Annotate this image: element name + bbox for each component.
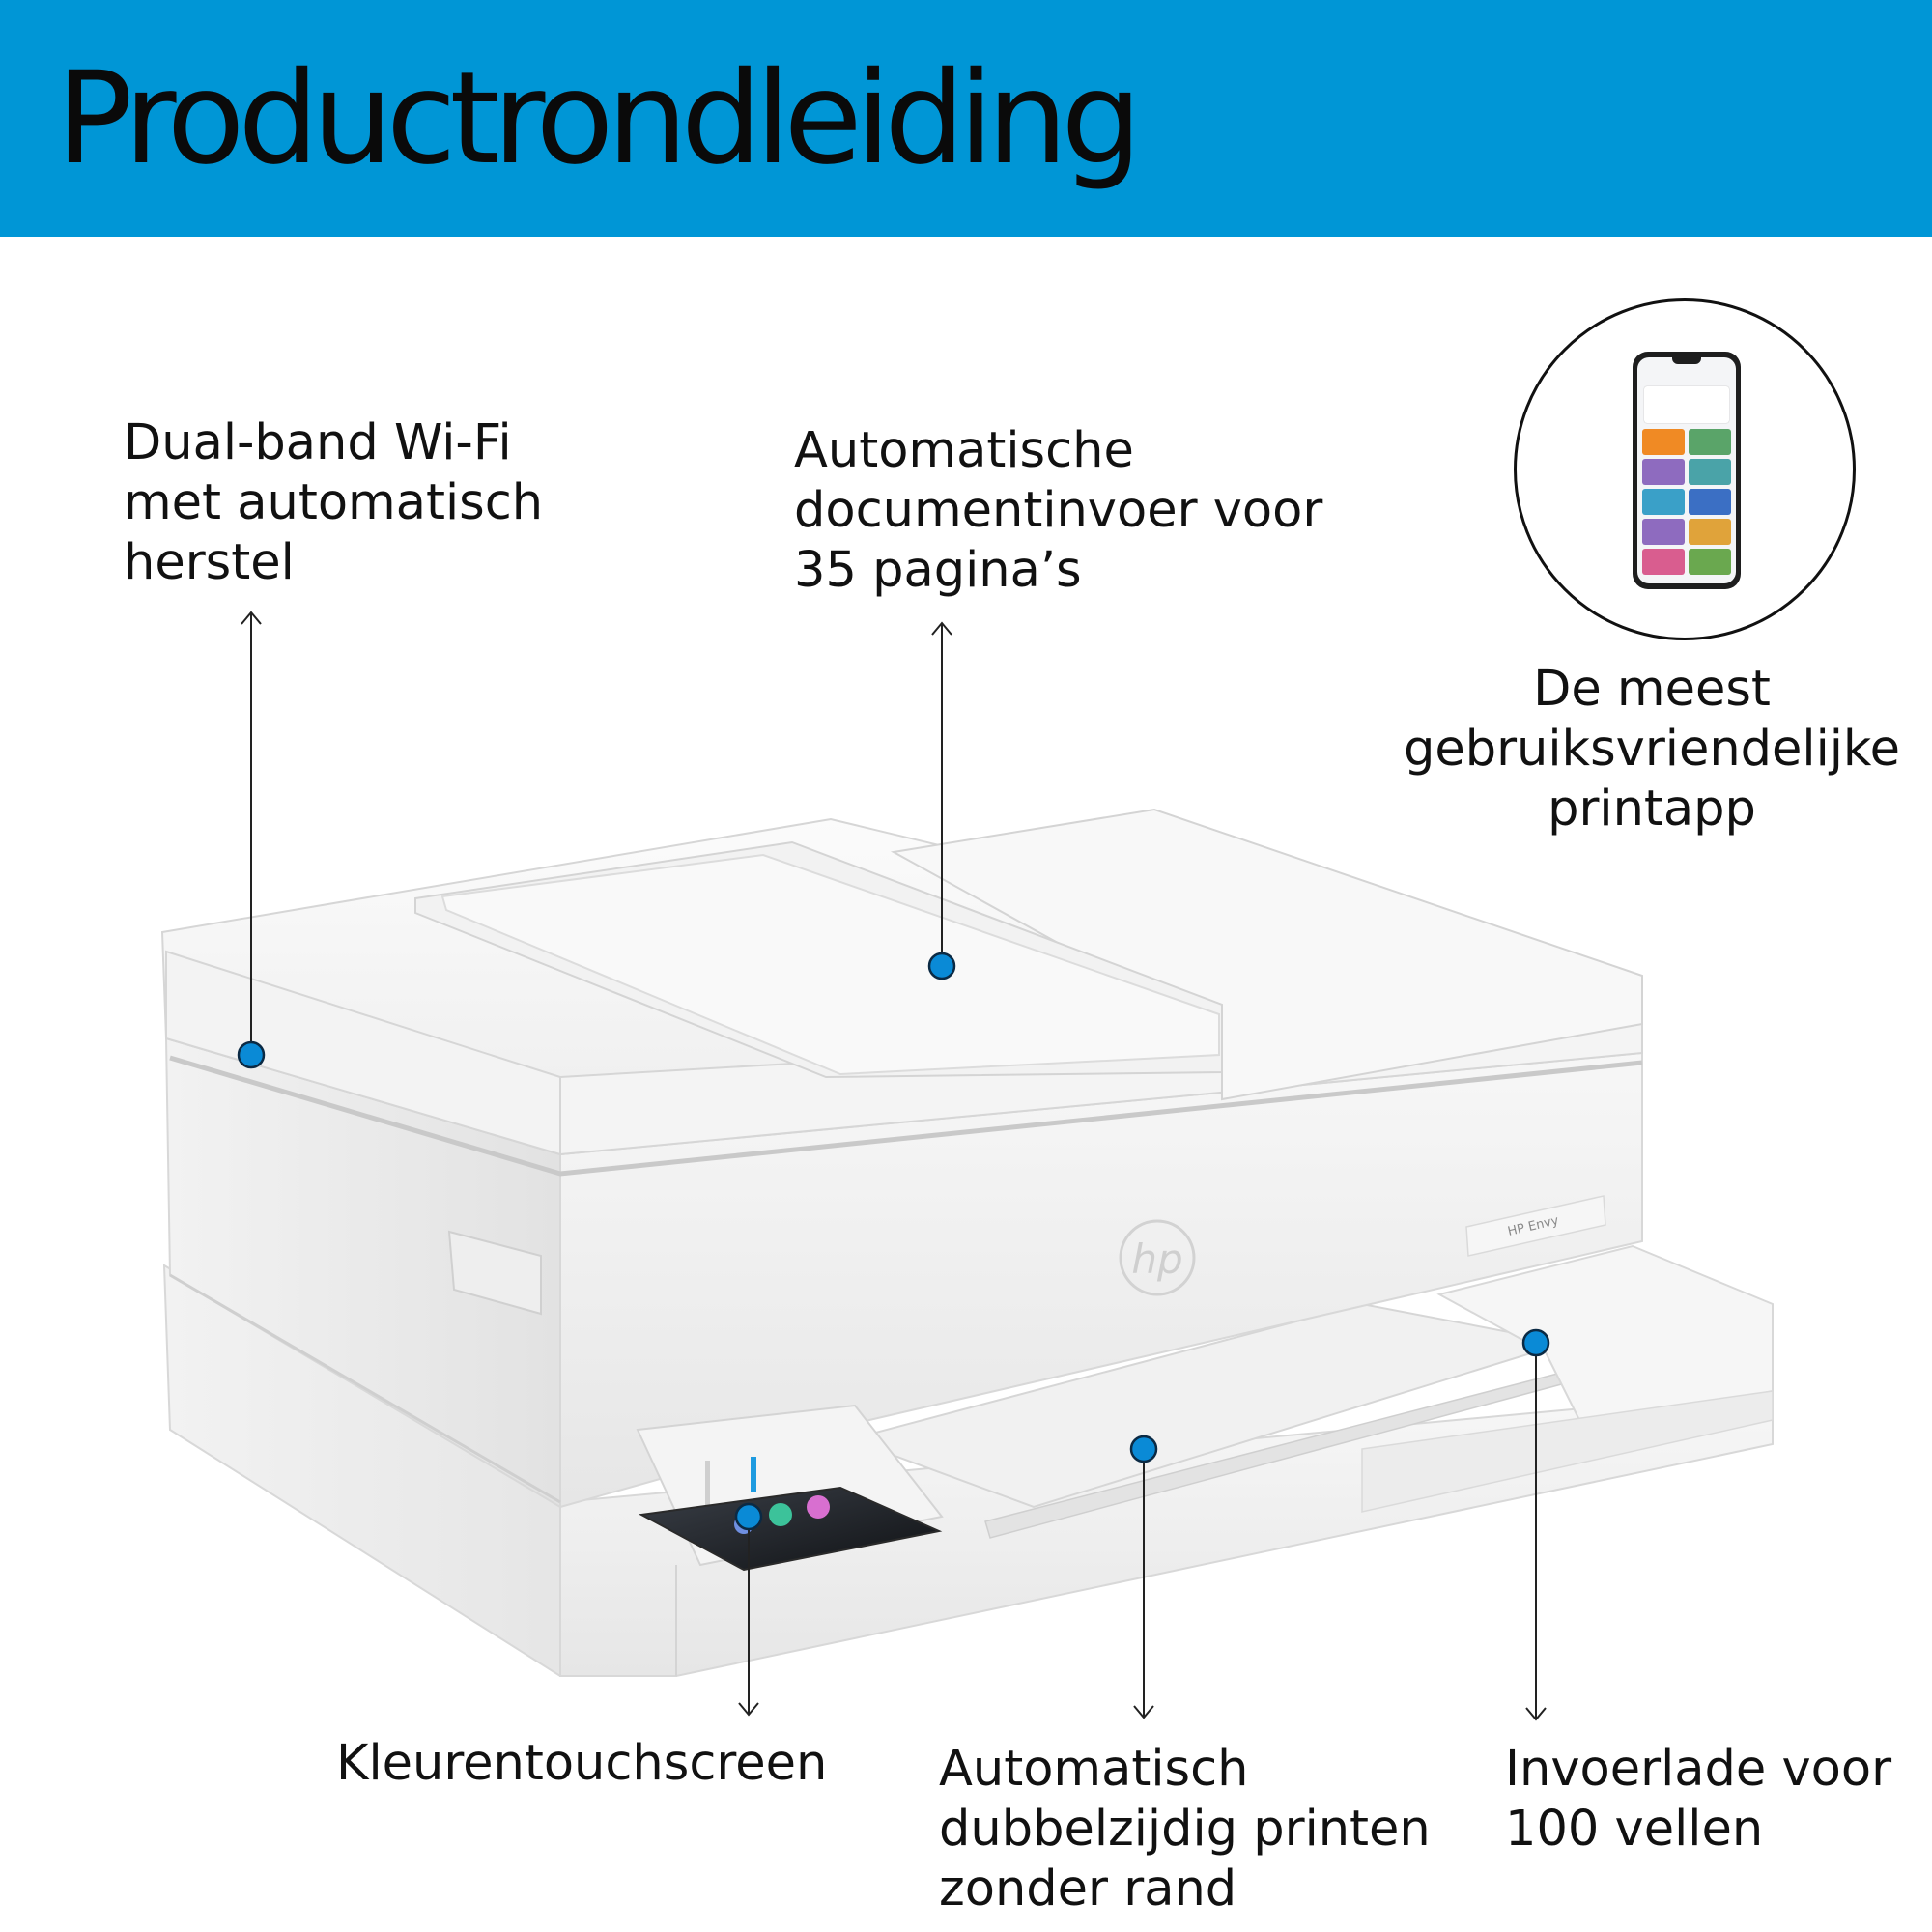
adf-hotspot bbox=[927, 952, 956, 980]
smartphone-app-icon bbox=[1514, 298, 1856, 640]
printer-body bbox=[160, 808, 1774, 1677]
header-banner: Productrondleiding bbox=[0, 0, 1932, 237]
app-tile bbox=[1642, 429, 1685, 455]
callout-lines bbox=[241, 611, 1547, 1721]
tray-callout-line bbox=[1525, 1343, 1547, 1721]
duplex-callout-line bbox=[1133, 1449, 1154, 1719]
callout-wifi: Dual-band Wi-Fi met automatisch herstel bbox=[124, 414, 544, 591]
page-title: Productrondleiding bbox=[56, 44, 1142, 193]
phone-screen bbox=[1637, 357, 1736, 583]
phone-device bbox=[1633, 352, 1741, 589]
callout-app: De meest gebruiksvriendelijke printapp bbox=[1403, 661, 1901, 838]
wifi-hotspot bbox=[237, 1040, 266, 1069]
app-tile bbox=[1689, 429, 1731, 455]
app-tile bbox=[1642, 549, 1685, 575]
app-tile bbox=[1642, 459, 1685, 485]
adf-callout-line bbox=[931, 621, 952, 966]
app-tile bbox=[1689, 549, 1731, 575]
app-tile bbox=[1642, 489, 1685, 515]
hp-logo: hp bbox=[1119, 1219, 1196, 1296]
app-tile bbox=[1689, 519, 1731, 545]
callout-dots bbox=[237, 952, 1550, 1531]
callout-tray: Invoerlade voor 100 vellen bbox=[1505, 1741, 1892, 1858]
touchscreen-hotspot bbox=[734, 1502, 763, 1531]
callout-adf: Automatische documentinvoer voor 35 pagi… bbox=[794, 422, 1323, 599]
app-tile bbox=[1689, 459, 1731, 485]
wifi-callout-line bbox=[241, 611, 262, 1055]
callout-touchscreen: Kleurentouchscreen bbox=[336, 1735, 828, 1792]
duplex-hotspot bbox=[1129, 1435, 1158, 1463]
app-tile bbox=[1689, 489, 1731, 515]
printer-status-card bbox=[1644, 386, 1729, 423]
app-tile bbox=[1642, 519, 1685, 545]
tray-hotspot bbox=[1521, 1328, 1550, 1357]
hp-logo-text: hp bbox=[1131, 1236, 1182, 1283]
callout-duplex: Automatisch dubbelzijdig printen zonder … bbox=[939, 1741, 1431, 1918]
touchscreen-callout-line bbox=[738, 1517, 759, 1717]
